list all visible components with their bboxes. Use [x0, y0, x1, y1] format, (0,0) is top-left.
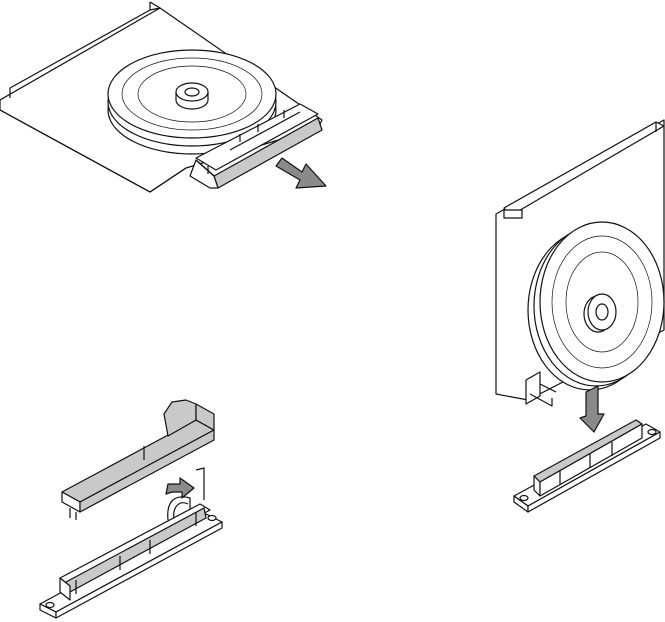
base-connector [40, 504, 222, 618]
latch-cover [62, 400, 214, 520]
drive-board-horizontal [0, 2, 326, 192]
slot-connector [514, 420, 660, 512]
arrow-right-down-icon [276, 158, 326, 188]
arrow-curved-icon [166, 478, 194, 498]
connector-latch-detail [40, 400, 222, 618]
arrow-down-icon [580, 386, 604, 432]
drive-board-vertical [496, 120, 664, 512]
